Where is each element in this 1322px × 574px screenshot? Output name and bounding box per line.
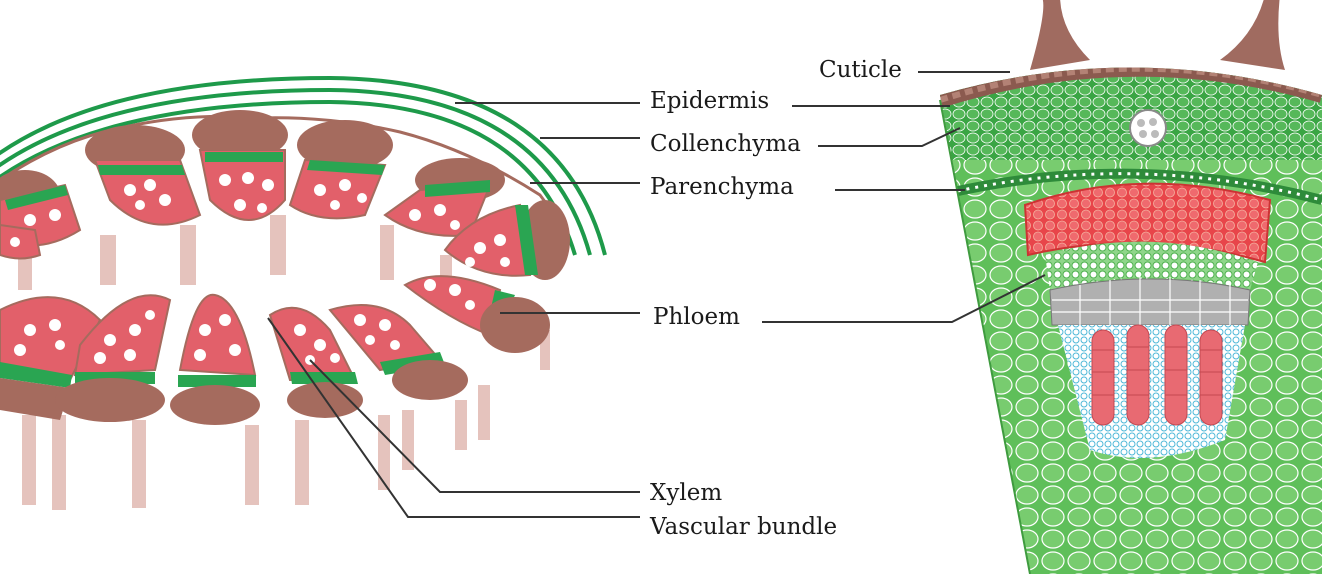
label-xylem: Xylem: [650, 480, 723, 506]
air-space: [1129, 109, 1167, 147]
vascular-bundle: [85, 125, 202, 226]
epidermis-ring: [0, 75, 607, 256]
vascular-bundle: [0, 223, 42, 260]
leader-lines-left: [267, 102, 640, 518]
vascular-bundle: [288, 120, 393, 220]
label-parenchyma: Parenchyma: [650, 174, 794, 200]
leader-line-vascular-bundle: [267, 317, 640, 518]
xylem-vessels: [1091, 324, 1223, 426]
trichome: [1220, 0, 1285, 70]
label-phloem: Phloem: [653, 304, 740, 330]
vascular-bundle: [55, 294, 172, 422]
label-vascular-bundle: Vascular bundle: [650, 514, 838, 540]
vascular-bundle: [0, 296, 102, 420]
vascular-bundle: [192, 110, 288, 221]
leader-line-xylem: [309, 359, 640, 493]
leader-line-phloem-right: [762, 274, 1046, 323]
vascular-bundle-detail: [1023, 182, 1272, 458]
stem-section-magnified: [762, 0, 1322, 574]
leader-line-collenchyma-right: [818, 127, 961, 147]
vascular-bundle: [403, 275, 550, 353]
label-collenchyma: Collenchyma: [650, 131, 801, 157]
vascular-bundle-upper-row: [0, 110, 570, 280]
stem-section-left: [0, 75, 640, 518]
label-epidermis: Epidermis: [650, 88, 770, 114]
trichome: [1030, 0, 1090, 70]
vascular-bundle: [383, 158, 505, 237]
leader-lines-right: [762, 71, 1046, 323]
vascular-bundle: [443, 200, 570, 280]
stalks: [18, 215, 550, 510]
vascular-bundle: [328, 304, 468, 400]
vascular-bundle-lower-row: [0, 275, 550, 425]
sclerenchyma-cap: [1023, 182, 1272, 264]
label-cuticle: Cuticle: [819, 57, 902, 83]
phloem-tissue: [1045, 241, 1258, 290]
vascular-bundle: [170, 293, 260, 425]
